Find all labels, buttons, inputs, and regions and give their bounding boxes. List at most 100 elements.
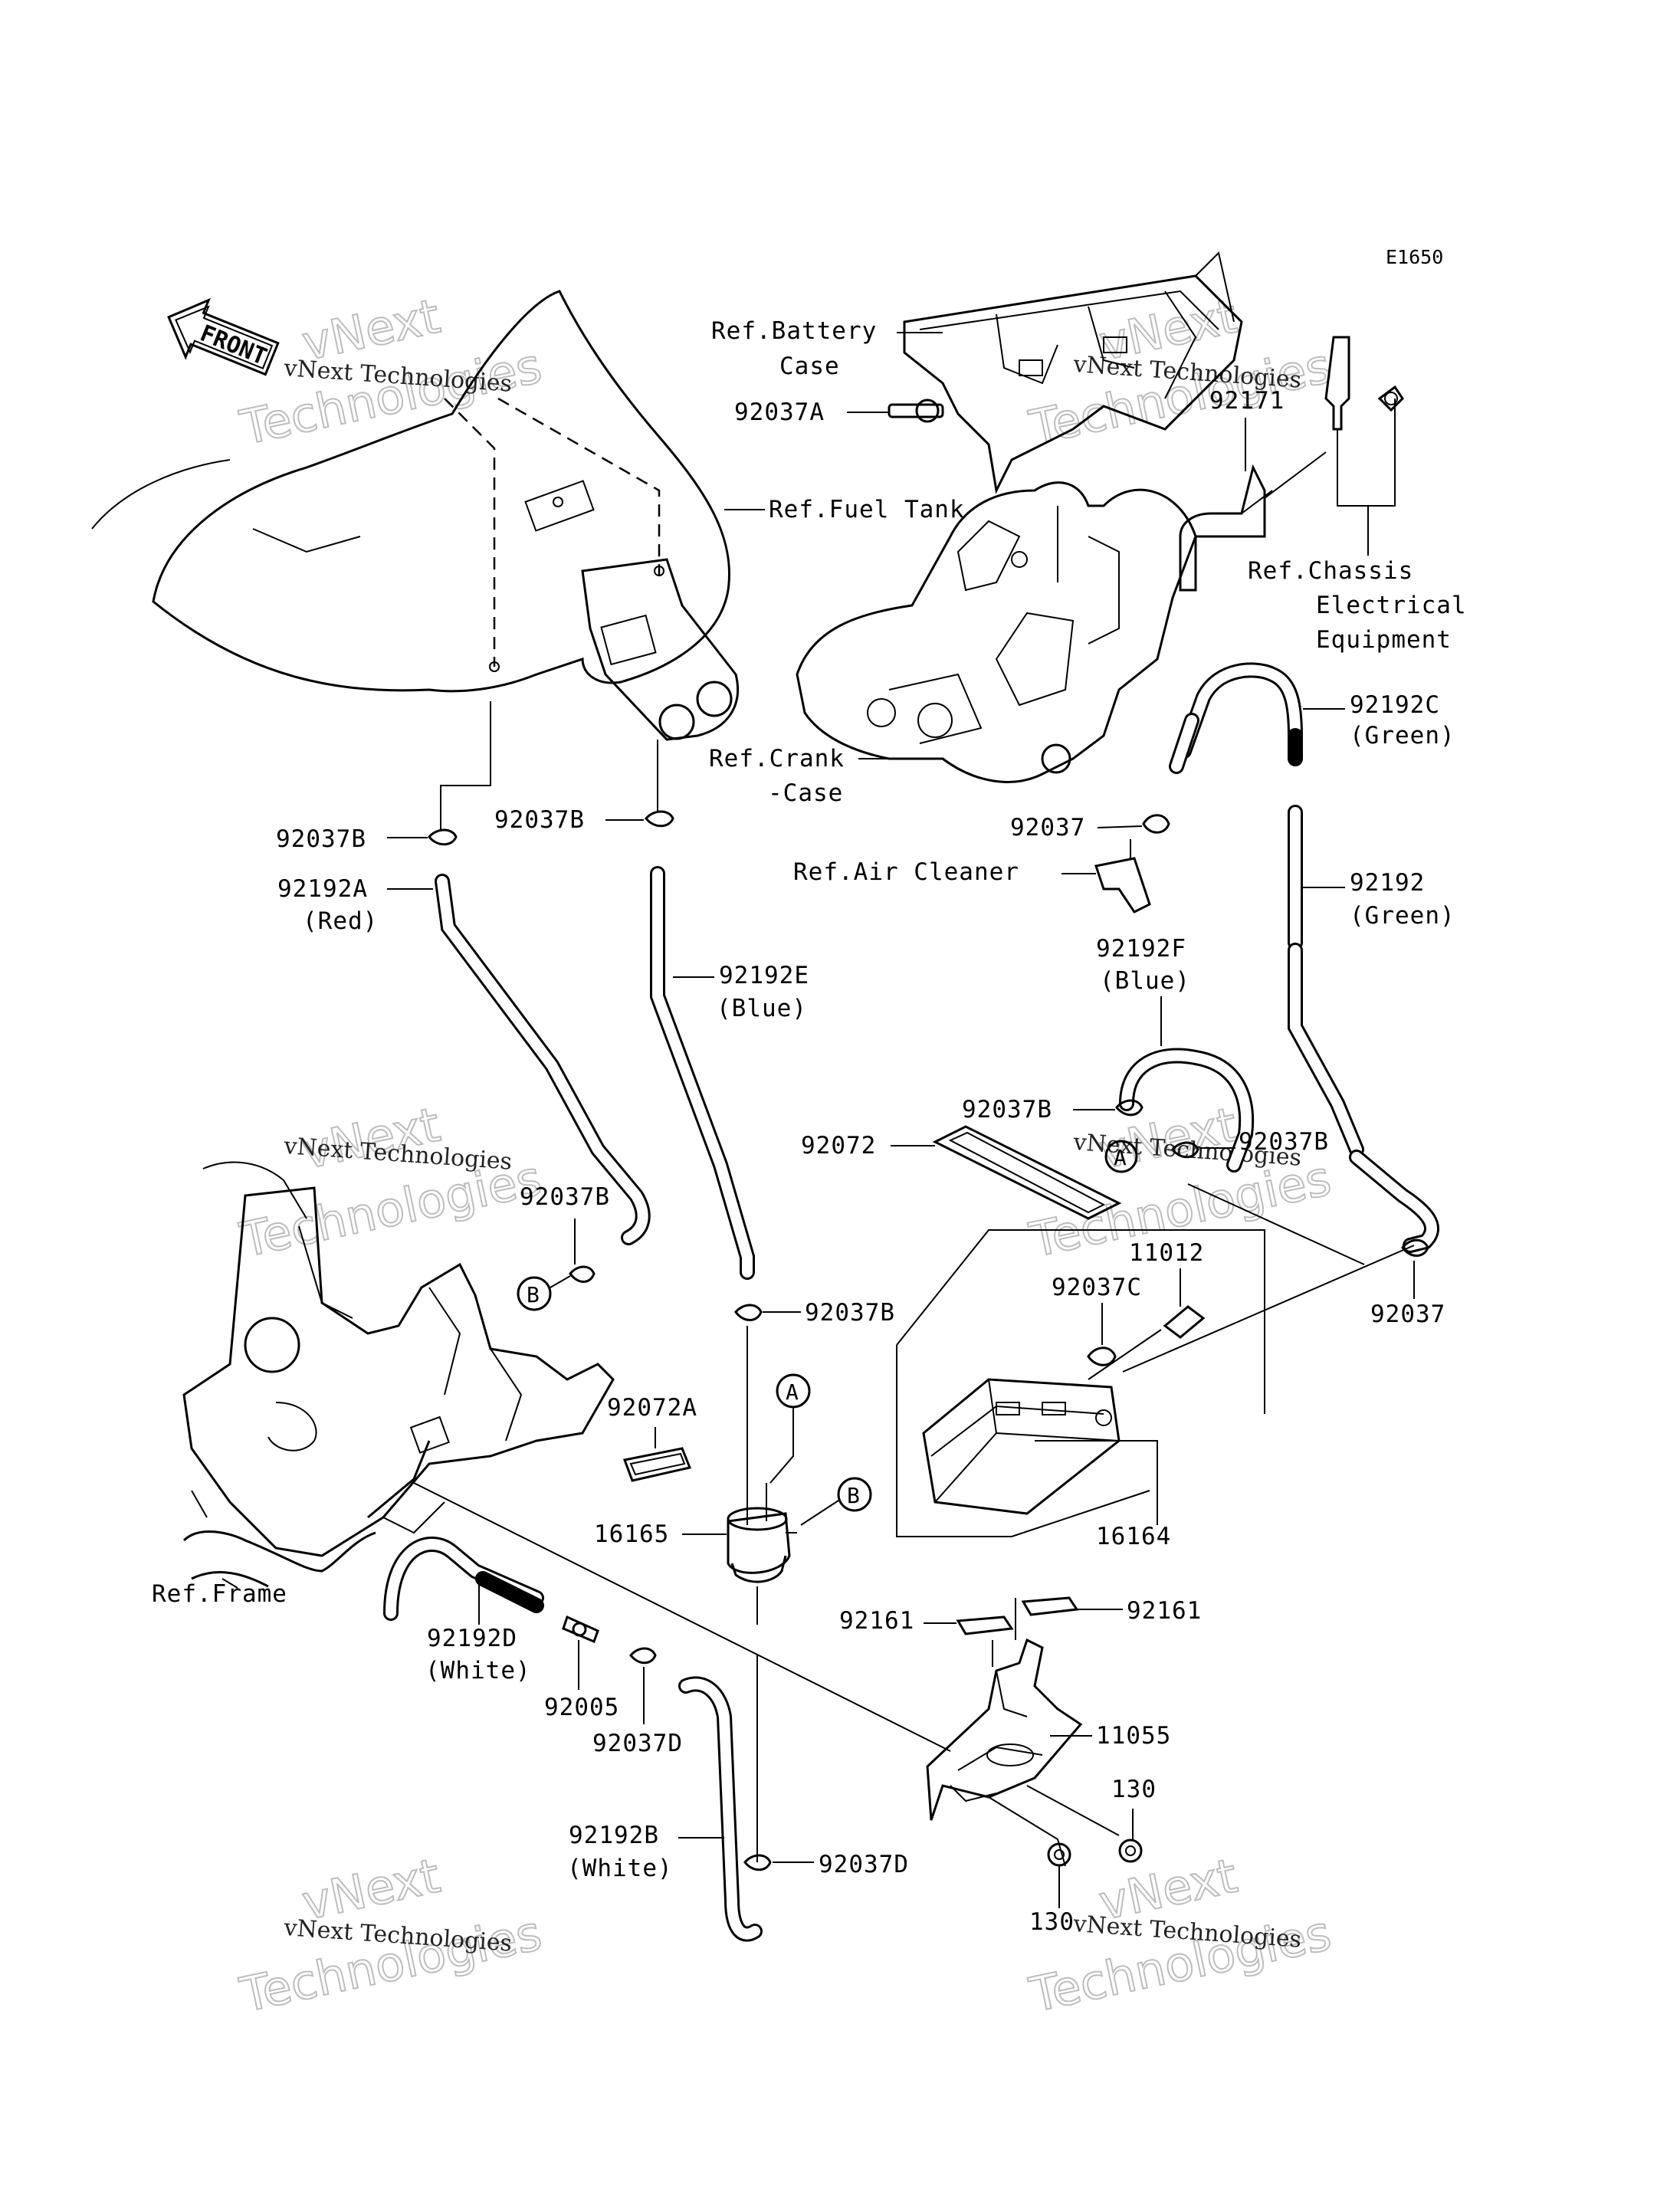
label-92192-color: (Green) xyxy=(1350,902,1455,930)
hose-92192F xyxy=(1119,1048,1255,1173)
leader-frame-bracket xyxy=(413,1482,951,1752)
svg-text:FRONT: FRONT xyxy=(196,320,271,370)
clamp-92037B-left xyxy=(428,828,458,846)
leader-callout-b-filter xyxy=(800,1500,839,1526)
label-ref-fuel-tank: Ref.Fuel Tank xyxy=(769,496,965,523)
label-92192: 92192 xyxy=(1350,869,1425,897)
label-ref-chassis-3: Equipment xyxy=(1316,626,1452,654)
label-92192A: 92192A xyxy=(277,875,368,903)
label-92037A: 92037A xyxy=(734,399,825,426)
svg-text:A: A xyxy=(1114,1145,1127,1170)
svg-text:B: B xyxy=(527,1282,540,1307)
clamp-92037C xyxy=(1087,1347,1117,1366)
bolt-92037A xyxy=(888,399,944,423)
bracket-11055 xyxy=(926,1638,1083,1821)
svg-text:B: B xyxy=(847,1483,860,1508)
chassis-electrical-bracket xyxy=(1179,336,1404,592)
label-92192F: 92192F xyxy=(1096,935,1186,963)
label-92161-left: 92161 xyxy=(839,1607,914,1635)
pipe-11012 xyxy=(1088,1305,1206,1380)
hose-92192B xyxy=(678,1676,763,1942)
label-ref-crankcase: Ref.Crank xyxy=(709,745,845,772)
clamp-92037-right xyxy=(1401,1238,1429,1257)
label-92192E-color: (Blue) xyxy=(717,995,807,1022)
leader-92037-top xyxy=(1097,825,1143,828)
canister-box-outline xyxy=(896,1229,1265,1537)
label-92192C-color: (Green) xyxy=(1350,722,1455,750)
hose-92192E xyxy=(650,866,755,1280)
pad-92161-right xyxy=(1021,1596,1079,1616)
label-ref-battery-case-2: Case xyxy=(779,353,840,380)
hose-92192 xyxy=(1288,805,1439,1253)
label-92192D-color: (White) xyxy=(425,1657,531,1684)
label-92037B-f1: 92037B xyxy=(962,1096,1052,1123)
leader-bracket-bolt-left xyxy=(988,1796,1066,1867)
label-92171: 92171 xyxy=(1209,387,1285,415)
fuel-tank xyxy=(91,290,740,741)
battery-case xyxy=(903,251,1243,494)
label-92037B-f2: 92037B xyxy=(1239,1128,1329,1156)
leader-16164 xyxy=(1035,1440,1158,1525)
label-92037C: 92037C xyxy=(1052,1274,1142,1301)
label-92192B-color: (White) xyxy=(567,1855,673,1882)
label-ref-air-cleaner: Ref.Air Cleaner xyxy=(793,858,1019,886)
pad-92161-left xyxy=(956,1615,1014,1635)
band-92072A xyxy=(622,1447,692,1482)
label-ref-battery-case: Ref.Battery xyxy=(711,317,877,345)
label-92192D: 92192D xyxy=(427,1625,517,1652)
label-92037D-left: 92037D xyxy=(592,1730,683,1757)
strap-92072 xyxy=(932,1125,1122,1220)
watermark-middle-left: vNext Technologies vNext Technologies xyxy=(235,1096,547,1269)
label-92005: 92005 xyxy=(544,1694,619,1721)
leader-canister-vent xyxy=(1187,1183,1365,1265)
leader-callout-b-left xyxy=(550,1275,571,1288)
clamp-92037B-filter xyxy=(734,1304,763,1321)
label-92037B-mid: 92037B xyxy=(494,806,585,834)
label-130-top: 130 xyxy=(1111,1776,1157,1803)
front-arrow-icon: FRONT xyxy=(167,297,280,376)
label-ref-chassis-2: Electrical xyxy=(1316,592,1467,619)
hose-92192D xyxy=(383,1537,544,1621)
label-92192E: 92192E xyxy=(719,962,809,989)
label-92192F-color: (Blue) xyxy=(1100,967,1190,995)
callout-a-top: A xyxy=(1104,1140,1138,1173)
leader-ref-frame xyxy=(221,1578,238,1589)
label-92192C: 92192C xyxy=(1350,691,1440,719)
crankcase xyxy=(796,481,1197,783)
label-11012: 11012 xyxy=(1129,1239,1204,1267)
clamp-92037D-right xyxy=(743,1854,772,1871)
clamp-92037D-left xyxy=(629,1647,657,1665)
callout-a-filter: A xyxy=(776,1373,811,1409)
label-ref-frame: Ref.Frame xyxy=(152,1580,287,1608)
label-92192A-color: (Red) xyxy=(303,907,378,935)
label-92072A: 92072A xyxy=(607,1394,697,1422)
clamp-92037B-f1 xyxy=(1115,1099,1144,1117)
leader-tank-left-vent xyxy=(440,701,491,832)
clamp-92037B-f2 xyxy=(1171,1141,1199,1159)
svg-text:A: A xyxy=(786,1379,799,1405)
label-92037-right: 92037 xyxy=(1370,1301,1445,1328)
label-16165: 16165 xyxy=(594,1520,669,1548)
diagram-code: E1650 xyxy=(1386,246,1443,268)
bolt-130-right xyxy=(1118,1839,1143,1863)
callout-b-left: B xyxy=(517,1276,552,1311)
leader-callout-a-filter xyxy=(769,1407,794,1484)
bolt-130-left xyxy=(1047,1842,1071,1867)
label-92037D-right: 92037D xyxy=(819,1851,909,1878)
label-ref-crankcase-2: -Case xyxy=(768,779,843,807)
clamp-92037-top xyxy=(1142,814,1170,834)
label-92037B-left: 92037B xyxy=(276,825,366,853)
clamp-92037B-lower-left xyxy=(569,1265,596,1283)
frame xyxy=(182,1161,615,1588)
label-92072: 92072 xyxy=(801,1132,876,1160)
label-11055: 11055 xyxy=(1096,1722,1171,1750)
callout-b-filter: B xyxy=(837,1477,872,1512)
air-cleaner-fitting xyxy=(1094,839,1151,914)
label-92037B-filter: 92037B xyxy=(805,1299,895,1327)
fuel-filter-16165 xyxy=(727,1483,797,1583)
label-92161-right: 92161 xyxy=(1127,1597,1202,1625)
leader-canister-line xyxy=(1122,1245,1415,1373)
label-92192B: 92192B xyxy=(569,1822,659,1849)
